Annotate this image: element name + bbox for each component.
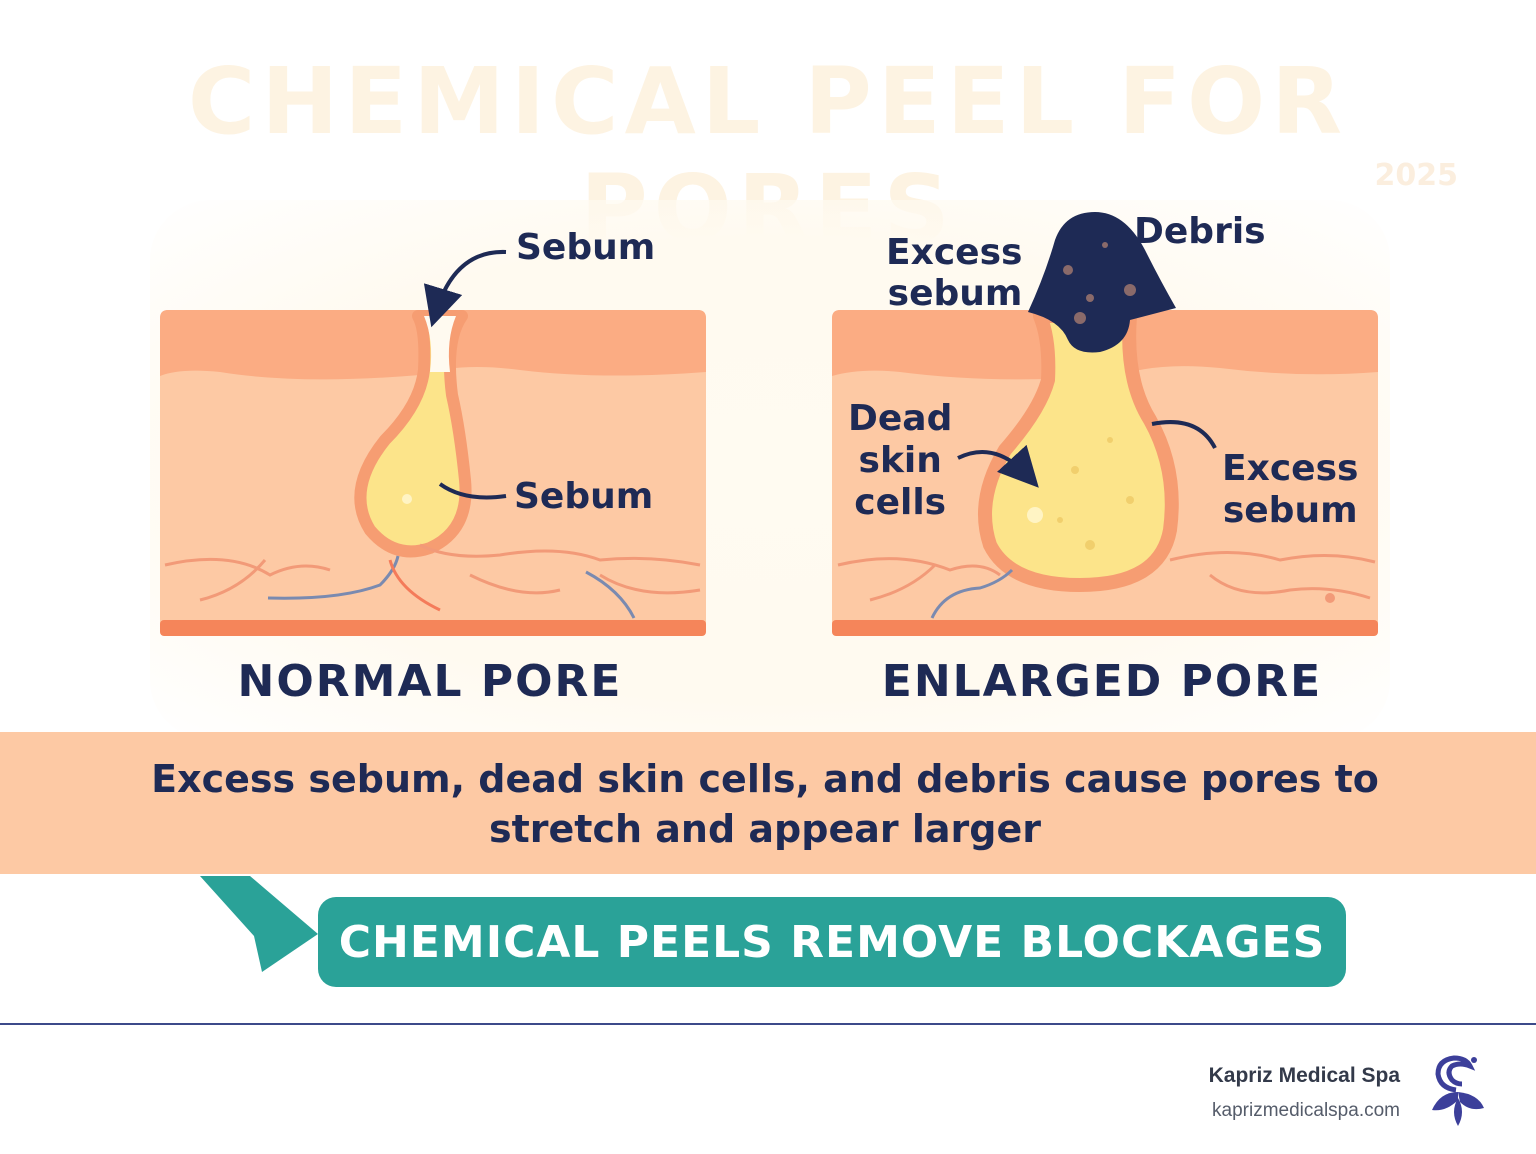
debris-label: Debris <box>1134 211 1266 252</box>
brand-block: Kapriz Medical Spa kaprizmedicalspa.com <box>1209 1064 1400 1122</box>
normal-vessels <box>164 543 701 602</box>
cta-text: CHEMICAL PEELS REMOVE BLOCKAGES <box>338 916 1326 968</box>
dead-skin-cells-label: Dead skin cells <box>848 398 953 523</box>
normal-nerve-1 <box>267 555 400 600</box>
pore-diagrams <box>160 212 1378 636</box>
cta-banner: CHEMICAL PEELS REMOVE BLOCKAGES <box>318 897 1346 987</box>
normal-sebum-top-label: Sebum <box>516 227 656 268</box>
excess-sebum-leader <box>1151 420 1217 449</box>
explanation-band: Excess sebum, dead skin cells, and debri… <box>0 732 1536 874</box>
normal-nerve-2 <box>585 570 636 619</box>
brand-name: Kapriz Medical Spa <box>1208 1064 1400 1087</box>
normal-inner-leader <box>438 482 507 500</box>
enlarged-vessels <box>837 551 1376 602</box>
normal-sebum-inner-label: Sebum <box>514 476 654 517</box>
enlarged-excess-right-label: Excess sebum <box>1222 448 1359 531</box>
normal-pore-diagram <box>160 249 706 636</box>
enlarged-base-layer <box>832 620 1378 636</box>
normal-sebum-arrow <box>423 249 507 328</box>
enlarged-pore-caption: ENLARGED PORE <box>881 656 1323 707</box>
debris-plug <box>1028 212 1176 353</box>
enlarged-nerve <box>930 568 1014 619</box>
brand-url[interactable]: kaprizmedicalspa.com <box>1212 1100 1400 1121</box>
normal-base-layer <box>160 620 706 636</box>
year-label: 2025 <box>1374 158 1459 193</box>
enlarged-pore-diagram <box>832 212 1378 636</box>
brand-logo-icon <box>1432 1055 1484 1126</box>
footer-divider <box>0 1023 1536 1025</box>
normal-pore-caption: NORMAL PORE <box>237 656 623 707</box>
teal-arrow-icon <box>200 876 318 972</box>
dead-cells-arrow <box>957 444 1039 488</box>
explanation-text: Excess sebum, dead skin cells, and debri… <box>151 757 1379 851</box>
normal-pore-outline <box>354 310 472 558</box>
enlarged-excess-top-label: Excess sebum <box>886 232 1023 314</box>
